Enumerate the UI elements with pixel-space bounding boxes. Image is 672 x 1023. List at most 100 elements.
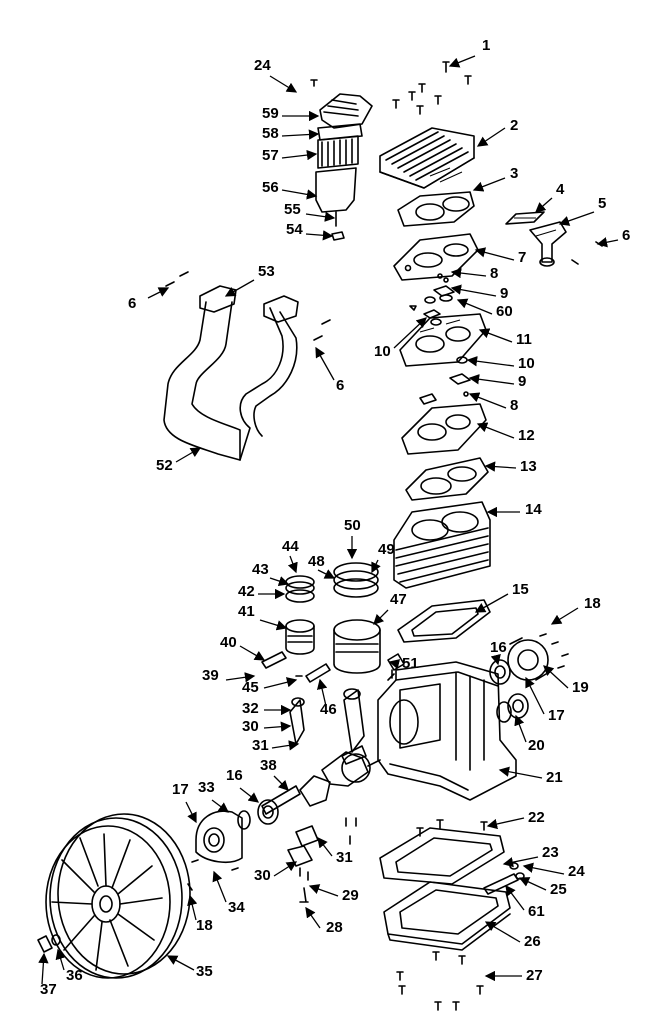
callout-label: 17: [548, 707, 565, 724]
callout-leader-line: [371, 559, 381, 574]
callout-leader-line: [518, 877, 547, 891]
callout-label: 50: [344, 517, 361, 534]
callout-leader-line: [147, 287, 170, 299]
callout-leader-line: [305, 906, 321, 929]
callout-label: 1: [482, 37, 490, 54]
callout-label: 16: [490, 639, 507, 656]
callout-label: 41: [238, 603, 255, 620]
callout-leader-line: [505, 884, 525, 911]
callout-label: 44: [282, 538, 299, 555]
callout-label: 6: [128, 295, 136, 312]
callout-leader-line: [490, 653, 501, 666]
wrist-pins: [261, 651, 331, 683]
callout-leader-line: [474, 247, 515, 261]
crankcase-bottom-gasket: [379, 827, 505, 885]
callout-label: 20: [528, 737, 545, 754]
handle-screws: [165, 271, 331, 341]
callout-label: 9: [518, 373, 526, 390]
callout-leader-line: [448, 55, 476, 68]
callout-leader-line: [450, 267, 487, 279]
connecting-rods: [289, 688, 367, 765]
callout-leader-line: [550, 607, 579, 625]
callout-label: 11: [516, 331, 532, 348]
base-bolts: [396, 819, 488, 1011]
callout-label: 42: [238, 583, 255, 600]
callout-label: 13: [520, 458, 537, 475]
callout-label: 61: [528, 903, 545, 920]
callout-leader-line: [273, 861, 298, 877]
callout-label: 48: [308, 553, 325, 570]
callout-leader-line: [558, 211, 595, 226]
callout-label: 39: [202, 667, 219, 684]
outlet-elbow: [529, 221, 603, 267]
callout-label: 53: [258, 263, 275, 280]
callout-label: 52: [156, 457, 173, 474]
callout-leader-line: [259, 619, 288, 631]
callout-label: 19: [572, 679, 589, 696]
callout-label: 32: [242, 700, 259, 717]
callout-label: 57: [262, 147, 279, 164]
callout-label: 49: [378, 541, 395, 558]
valve-plate: [399, 313, 487, 367]
callout-leader-line: [315, 346, 335, 381]
callout-leader-line: [269, 576, 290, 587]
callout-leader-line: [273, 775, 289, 791]
callout-leader-line: [388, 659, 401, 670]
callout-leader-line: [239, 645, 266, 661]
callout-label: 30: [242, 718, 259, 735]
callout-label: 31: [252, 737, 269, 754]
head-gasket: [397, 191, 475, 227]
oil-fill-rod: [483, 873, 519, 895]
callout-label: 37: [40, 981, 57, 998]
callout-leader-line: [468, 374, 515, 385]
callout-leader-line: [287, 555, 298, 574]
callout-label: 34: [228, 899, 245, 916]
callout-label: 18: [196, 917, 213, 934]
callout-label: 56: [262, 179, 279, 196]
callout-label: 8: [510, 397, 518, 414]
callout-label: 35: [196, 963, 213, 980]
carrier-screws: [187, 859, 239, 891]
piston-rings: [285, 562, 379, 603]
callout-leader-line: [484, 921, 521, 943]
callout-leader-line: [514, 714, 527, 743]
callout-leader-line: [239, 787, 260, 803]
callout-leader-line: [305, 211, 336, 222]
callout-label: 24: [254, 57, 271, 74]
callout-leader-line: [498, 766, 543, 779]
callout-leader-line: [317, 569, 336, 579]
callout-label: 6: [622, 227, 630, 244]
carry-handle: [163, 285, 299, 461]
callout-label: 24: [568, 863, 585, 880]
callout-leader-line: [305, 230, 334, 241]
flywheel-bolt: [37, 934, 61, 953]
callout-leader-line: [316, 678, 328, 707]
callout-leader-line: [38, 952, 49, 985]
callout-label: 54: [286, 221, 303, 238]
callout-leader-line: [478, 328, 513, 343]
callout-label: 8: [490, 265, 498, 282]
callout-leader-line: [281, 189, 318, 200]
callout-label: 51: [402, 655, 419, 672]
callout-label: 28: [326, 919, 343, 936]
crankcase: [377, 661, 517, 801]
crankcase-base-cover: [383, 881, 511, 951]
callout-leader-line: [225, 672, 256, 683]
crankcase-top-gasket: [397, 599, 491, 643]
callout-leader-line: [263, 721, 292, 732]
drain-washers: [509, 862, 525, 880]
callout-leader-line: [271, 740, 300, 751]
callout-leader-line: [393, 317, 427, 349]
callout-label: 40: [220, 634, 237, 651]
valve-springs-and-reeds: [409, 273, 455, 326]
callout-label: 46: [320, 701, 337, 718]
callout-leader-line: [263, 677, 298, 689]
callout-label: 7: [518, 249, 526, 266]
callout-label: 4: [556, 181, 565, 198]
callout-leader-line: [211, 799, 230, 813]
callout-label: 31: [336, 849, 353, 866]
callout-label: 22: [528, 809, 545, 826]
callout-leader-line: [522, 862, 565, 875]
callout-leader-line: [224, 279, 255, 297]
